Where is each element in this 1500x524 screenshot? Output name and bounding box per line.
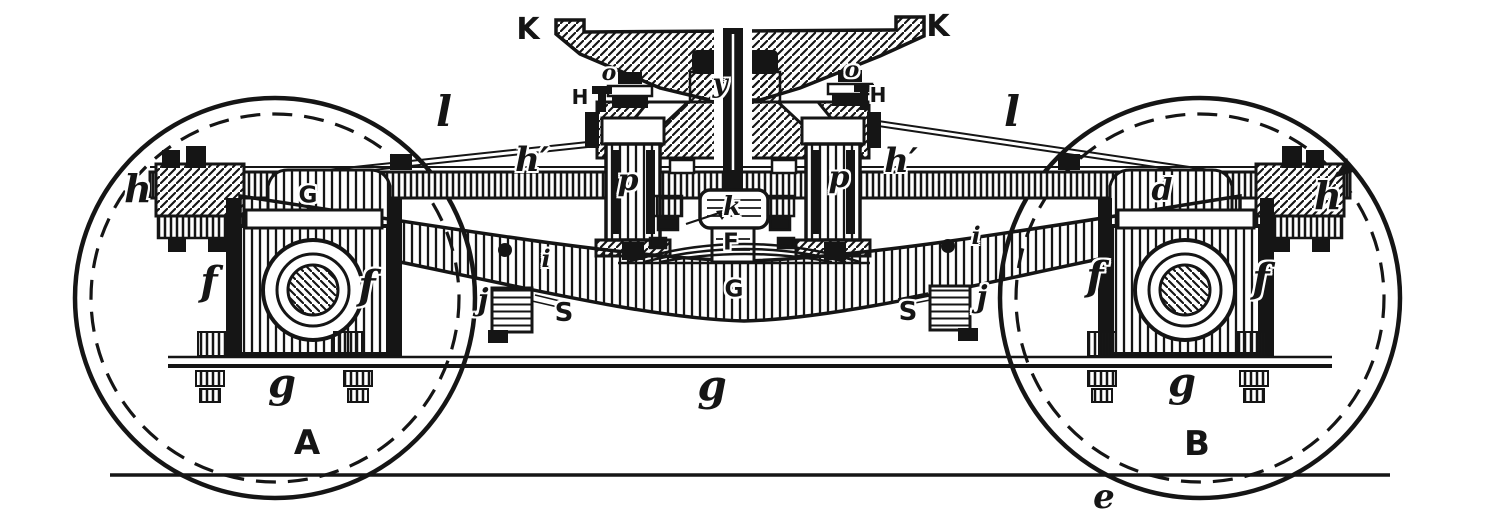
label-p-left: p xyxy=(617,163,639,198)
label-h-bolt-right: H xyxy=(869,83,887,107)
label-f-journal-left-inner: f xyxy=(358,262,376,309)
journal-box-right xyxy=(1098,198,1274,358)
label-h-prime-right: h′ xyxy=(884,141,918,181)
o-bolt-left xyxy=(606,72,654,108)
label-i-left: i xyxy=(541,244,551,273)
label-h-bolt-left: H xyxy=(571,85,589,109)
elliptic-spring xyxy=(618,242,870,265)
k-box xyxy=(685,188,770,230)
pillar-left xyxy=(594,116,672,258)
label-e-ground: e xyxy=(1093,477,1115,517)
label-g-strap-center: g xyxy=(697,361,727,410)
label-g-strap-right: g xyxy=(1168,359,1196,406)
label-j-left: j xyxy=(477,283,489,318)
pillar-right xyxy=(794,116,872,258)
label-wheel-b: B xyxy=(1184,424,1210,464)
safety-strap xyxy=(168,331,1332,403)
label-h-frame-left: h xyxy=(124,166,152,211)
center-seats xyxy=(648,158,798,250)
wheel-b-circle xyxy=(997,95,1403,501)
rivet-right xyxy=(941,239,955,253)
label-k-bolster-right: K xyxy=(926,9,950,44)
journal-box-left xyxy=(226,198,402,358)
rivet-left xyxy=(498,243,512,257)
label-g-spring-plank: G xyxy=(724,276,744,303)
pointer-arrow-icon xyxy=(1326,158,1353,191)
label-f-journal-right-inner: f xyxy=(1086,253,1104,300)
label-j-right: j xyxy=(976,280,988,315)
label-p-right: p xyxy=(828,160,850,195)
label-wheel-a: A xyxy=(293,423,321,463)
label-k-bolster-left: K xyxy=(516,12,540,47)
s-block-right xyxy=(897,284,978,341)
label-i-right: i xyxy=(971,221,981,250)
label-g-frame-left: G xyxy=(298,182,318,209)
label-o-right: o xyxy=(844,57,860,83)
label-d-frame-right: d xyxy=(1151,173,1173,208)
label-f-center: F xyxy=(723,229,739,256)
label-h-prime-left: h′ xyxy=(515,140,549,180)
wheel-a-circle xyxy=(72,95,478,501)
label-f-journal-left-outer: f xyxy=(200,258,218,305)
label-o-left: o xyxy=(601,60,617,86)
king-bolt xyxy=(714,26,752,240)
s-block-left xyxy=(488,286,561,343)
label-g-strap-left: g xyxy=(268,360,296,407)
h-bolt-left xyxy=(592,86,612,112)
label-s-right: S xyxy=(898,297,918,327)
h-bolt-right xyxy=(854,84,874,110)
label-y-kingpin: y xyxy=(712,69,728,99)
label-h-frame-right: h xyxy=(1314,173,1342,218)
label-s-left: S xyxy=(554,298,574,328)
label-f-journal-right-outer: f xyxy=(1252,255,1270,302)
label-k-center: k xyxy=(722,192,742,222)
label-l-rod-left: l xyxy=(436,87,452,136)
label-l-rod-right: l xyxy=(1004,87,1020,136)
